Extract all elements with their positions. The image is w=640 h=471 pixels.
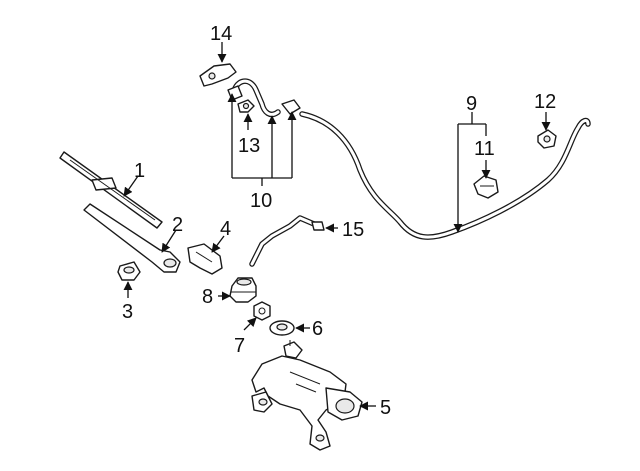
callout-6: 6 — [312, 318, 323, 340]
washer-nozzle-pipe-part[interactable] — [249, 215, 325, 267]
callout-11: 11 — [474, 138, 495, 160]
callout-2: 2 — [172, 214, 183, 236]
wiper-arm-part[interactable] — [83, 203, 181, 273]
nut-part[interactable] — [253, 301, 271, 321]
callout-9: 9 — [466, 93, 477, 115]
leader-lines — [123, 42, 551, 411]
callout-labels: 1 2 3 4 5 6 7 8 9 10 11 12 13 14 15 — [122, 23, 556, 419]
wiper-blade-part[interactable] — [59, 151, 163, 229]
callout-10: 10 — [250, 190, 272, 212]
callout-12: 12 — [534, 91, 556, 113]
washer-hose-assembly-part[interactable] — [227, 78, 301, 118]
wiper-motor-part[interactable] — [251, 340, 363, 451]
hose-clamp-part[interactable] — [473, 175, 499, 199]
hose-connector-part[interactable] — [199, 63, 237, 87]
plug-part[interactable] — [537, 129, 557, 149]
hose-clip-part[interactable] — [237, 99, 255, 113]
callout-15: 15 — [342, 219, 364, 241]
callout-1: 1 — [134, 160, 145, 182]
callout-4: 4 — [220, 218, 231, 240]
washer-hose-part[interactable] — [299, 111, 591, 240]
callout-7: 7 — [234, 335, 245, 357]
grommet-part[interactable] — [229, 277, 257, 303]
callout-5: 5 — [380, 397, 391, 419]
callout-8: 8 — [202, 286, 213, 308]
callout-14: 14 — [210, 23, 232, 45]
callout-13: 13 — [238, 135, 260, 157]
nut-cap-part[interactable] — [117, 261, 141, 281]
pivot-cover-part[interactable] — [187, 243, 223, 275]
callout-3: 3 — [122, 301, 133, 323]
washer-part[interactable] — [269, 320, 295, 336]
